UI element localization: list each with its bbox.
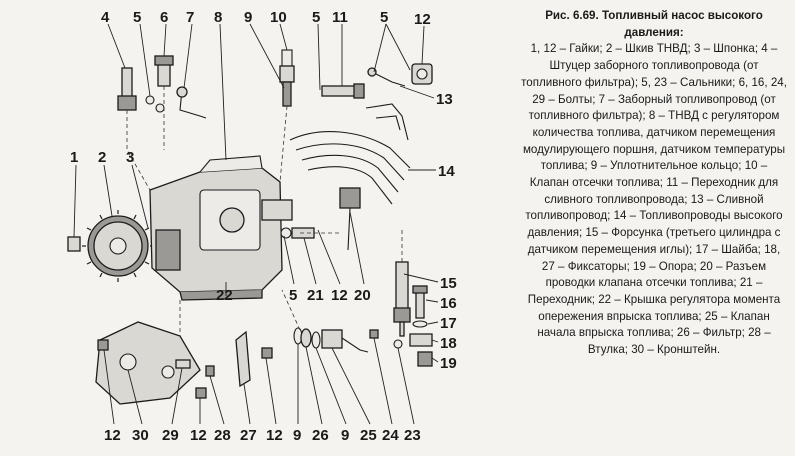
- callout-27: 27: [240, 427, 257, 444]
- seal-rings-part: [145, 95, 165, 113]
- callout-19: 19: [440, 355, 457, 372]
- callout-16: 16: [440, 295, 457, 312]
- callout-5: 5: [289, 287, 297, 304]
- callout-21: 21: [307, 287, 324, 304]
- callout-8: 8: [214, 9, 222, 26]
- callout-numbers: 4 5 6 7 8 9 10 5 11 5 12 13 14 1 2 3 22 …: [70, 9, 457, 444]
- callout-25: 25: [360, 427, 377, 444]
- cutoff-valve-part: [279, 49, 295, 107]
- callout-4: 4: [101, 9, 110, 26]
- supply-pipe-part: [176, 86, 207, 119]
- callout-26: 26: [312, 427, 329, 444]
- callout-5: 5: [133, 9, 141, 26]
- callout-18: 18: [440, 335, 457, 352]
- callout-10: 10: [270, 9, 287, 26]
- callout-12: 12: [104, 427, 121, 444]
- callout-28: 28: [214, 427, 231, 444]
- callout-22: 22: [216, 287, 233, 304]
- callout-5: 5: [380, 9, 388, 26]
- high-pressure-pipes-part: [289, 103, 411, 205]
- bracket-bolt-part: [175, 359, 191, 369]
- leader-lines: [73, 23, 439, 425]
- callout-29: 29: [162, 427, 179, 444]
- callout-15: 15: [440, 275, 457, 292]
- callout-9: 9: [293, 427, 301, 444]
- injector-part: [393, 261, 411, 337]
- callout-14: 14: [438, 163, 455, 180]
- cutoff-connector-part: [339, 187, 361, 251]
- return-adapter-part: [321, 83, 365, 99]
- return-pipe-part: [367, 67, 406, 87]
- callout-1: 1: [70, 149, 78, 166]
- pulley-nut-part: [67, 236, 81, 252]
- exploded-view-diagram: 4 5 6 7 8 9 10 5 11 5 12 13 14 1 2 3 22 …: [67, 9, 457, 444]
- callout-20: 20: [354, 287, 371, 304]
- washer-part: [412, 320, 428, 328]
- support-part: [417, 351, 433, 367]
- callout-11: 11: [332, 9, 348, 26]
- mounting-bracket-part: [95, 321, 201, 405]
- callout-12: 12: [414, 11, 431, 28]
- cap-nut-part: [411, 63, 433, 85]
- callout-24: 24: [382, 427, 399, 444]
- callout-6: 6: [160, 9, 168, 26]
- caption-legend: 1, 12 – Гайки; 2 – Шкив ТНВД; 3 – Шпонка…: [521, 42, 787, 357]
- pump-pulley-part: [82, 210, 154, 282]
- callout-9: 9: [341, 427, 349, 444]
- injection-pump-body-part: [149, 155, 293, 301]
- bushing-part: [205, 365, 215, 377]
- retainer-part: [235, 330, 251, 388]
- banjo-bolt-part: [154, 55, 174, 87]
- injection-valve-group-part: [293, 327, 403, 353]
- callout-12: 12: [190, 427, 207, 444]
- supply-fitting-part: [117, 67, 137, 111]
- callout-13: 13: [436, 91, 453, 108]
- caption-title-continuation: давления:: [624, 25, 684, 39]
- callout-17: 17: [440, 315, 457, 332]
- callout-2: 2: [98, 149, 106, 166]
- callout-7: 7: [186, 9, 194, 26]
- caption-title: Рис. 6.69. Топливный насос высокого: [545, 9, 763, 22]
- callout-30: 30: [132, 427, 149, 444]
- callout-12: 12: [266, 427, 283, 444]
- callout-12: 12: [331, 287, 348, 304]
- callout-9: 9: [244, 9, 252, 26]
- callout-5: 5: [312, 9, 320, 26]
- clamp-bolt-part: [412, 285, 428, 319]
- callout-3: 3: [126, 149, 134, 166]
- figure-caption: Рис. 6.69. Топливный насос высокого давл…: [520, 8, 788, 359]
- assembly-guide-lines: [126, 86, 403, 336]
- callout-23: 23: [404, 427, 421, 444]
- lower-nuts-part: [97, 339, 273, 399]
- clamp-part: [409, 333, 433, 347]
